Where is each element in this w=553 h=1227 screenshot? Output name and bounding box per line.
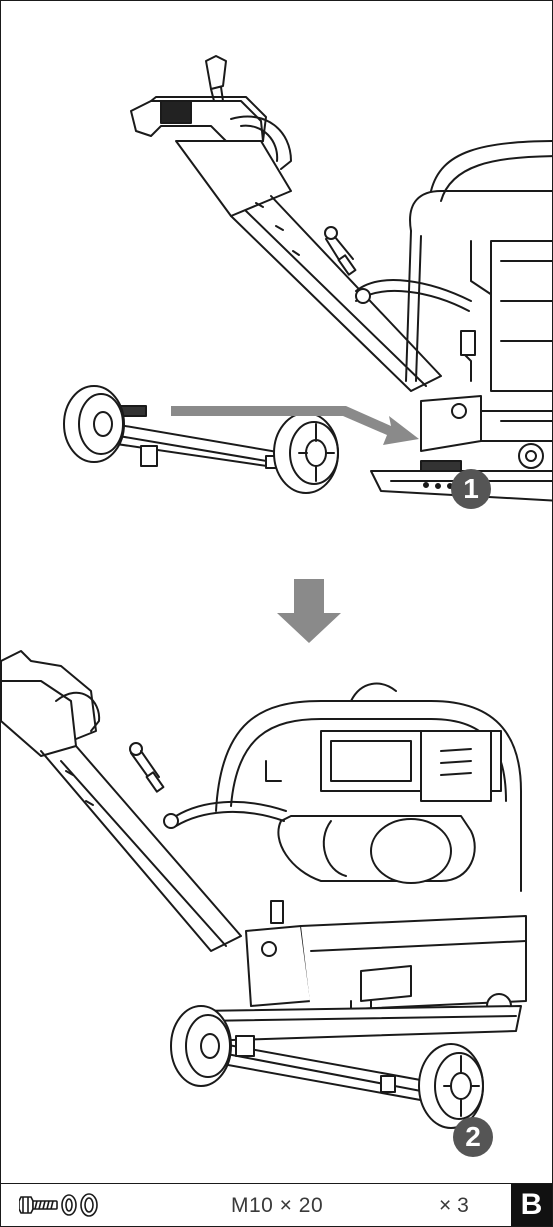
step-badge-2: 2 <box>453 1117 493 1157</box>
handle-arm <box>175 140 442 392</box>
section-label: B <box>511 1184 552 1226</box>
down-arrow <box>277 579 341 643</box>
step-badge-1: 1 <box>451 469 491 509</box>
lock-washer-icon <box>61 1194 77 1216</box>
engine-frame <box>355 140 552 469</box>
wheel-kit <box>63 385 339 494</box>
compactor-before <box>63 55 552 502</box>
install-arrow <box>171 406 419 445</box>
hardware-footer: M10 × 20 × 3 B <box>1 1183 552 1226</box>
fastener-quantity: × 3 <box>439 1194 469 1217</box>
handle-top <box>130 55 292 170</box>
hardware-icons <box>19 1193 98 1217</box>
assembly-illustration: 1 2 <box>1 1 552 1183</box>
compactor-after <box>1 650 527 1129</box>
flat-washer-icon <box>80 1193 98 1217</box>
bolt-icon <box>19 1196 58 1214</box>
fastener-spec: M10 × 20 <box>231 1194 324 1217</box>
